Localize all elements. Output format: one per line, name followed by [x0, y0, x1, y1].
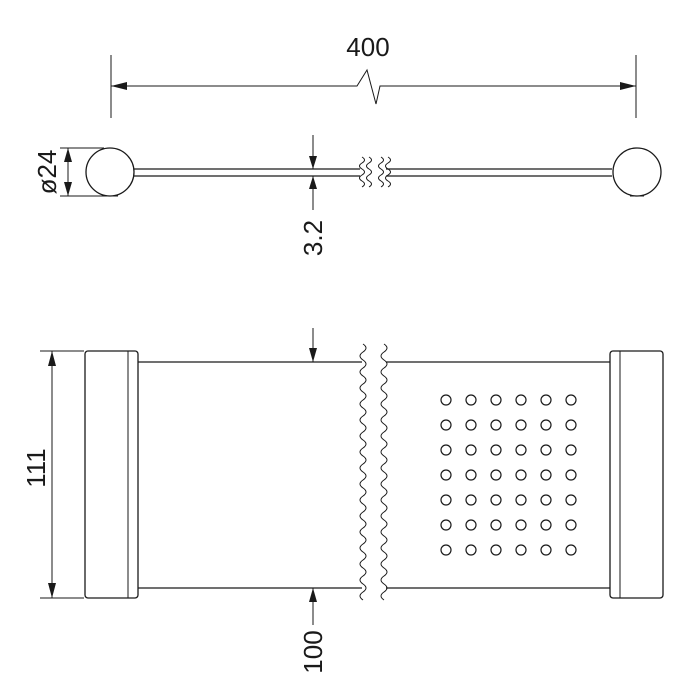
length-label: 400 [346, 32, 389, 62]
perforation-hole [540, 394, 552, 406]
perforation-hole [540, 519, 552, 531]
perforation-hole [565, 419, 577, 431]
perforation-hole [565, 444, 577, 456]
perforation-hole [565, 469, 577, 481]
perforation-hole [465, 544, 477, 556]
perforation-hole [540, 544, 552, 556]
perforation-hole [565, 544, 577, 556]
perforation-hole [490, 419, 502, 431]
shelf-depth-label: 100 [298, 630, 328, 673]
perforation-hole [490, 494, 502, 506]
top-view [84, 343, 664, 601]
perforation-hole [515, 494, 527, 506]
rod-diameter-label: 3.2 [298, 220, 328, 256]
perforation-hole [515, 444, 527, 456]
perforation-hole [440, 494, 452, 506]
perforation-hole [440, 469, 452, 481]
perforation-grid [440, 394, 577, 556]
perforation-hole [490, 444, 502, 456]
perforation-hole [540, 469, 552, 481]
depth-label: 111 [21, 448, 51, 488]
sphere-diameter-dimension: ø24 [32, 147, 104, 197]
perforation-hole [465, 394, 477, 406]
shelf-depth-dimension: 100 [298, 328, 328, 674]
perforation-hole [465, 469, 477, 481]
perforation-hole [440, 444, 452, 456]
perforation-hole [540, 419, 552, 431]
perforation-hole [465, 494, 477, 506]
perforation-hole [515, 469, 527, 481]
side-view [85, 147, 662, 197]
left-end-block [84, 350, 139, 599]
perforation-hole [540, 494, 552, 506]
perforation-hole [440, 419, 452, 431]
perforation-hole [465, 519, 477, 531]
perforation-hole [465, 419, 477, 431]
perforation-hole [565, 394, 577, 406]
perforation-hole [515, 419, 527, 431]
perforation-hole [490, 519, 502, 531]
right-sphere [612, 147, 662, 197]
sphere-diameter-label: ø24 [32, 150, 62, 195]
perforation-hole [490, 469, 502, 481]
length-dimension: 400 [110, 32, 637, 118]
perforation-hole [440, 544, 452, 556]
perforation-hole [490, 394, 502, 406]
perforation-hole [515, 394, 527, 406]
perforation-hole [490, 544, 502, 556]
perforation-hole [515, 519, 527, 531]
left-sphere [85, 147, 135, 197]
perforation-hole [540, 444, 552, 456]
depth-dimension: 111 [21, 350, 84, 599]
perforation-hole [565, 494, 577, 506]
perforation-hole [565, 519, 577, 531]
perforation-hole [440, 519, 452, 531]
rod-diameter-dimension: 3.2 [298, 135, 360, 256]
perforation-hole [515, 544, 527, 556]
perforation-hole [465, 444, 477, 456]
perforation-hole [440, 394, 452, 406]
right-end-block [609, 350, 664, 599]
